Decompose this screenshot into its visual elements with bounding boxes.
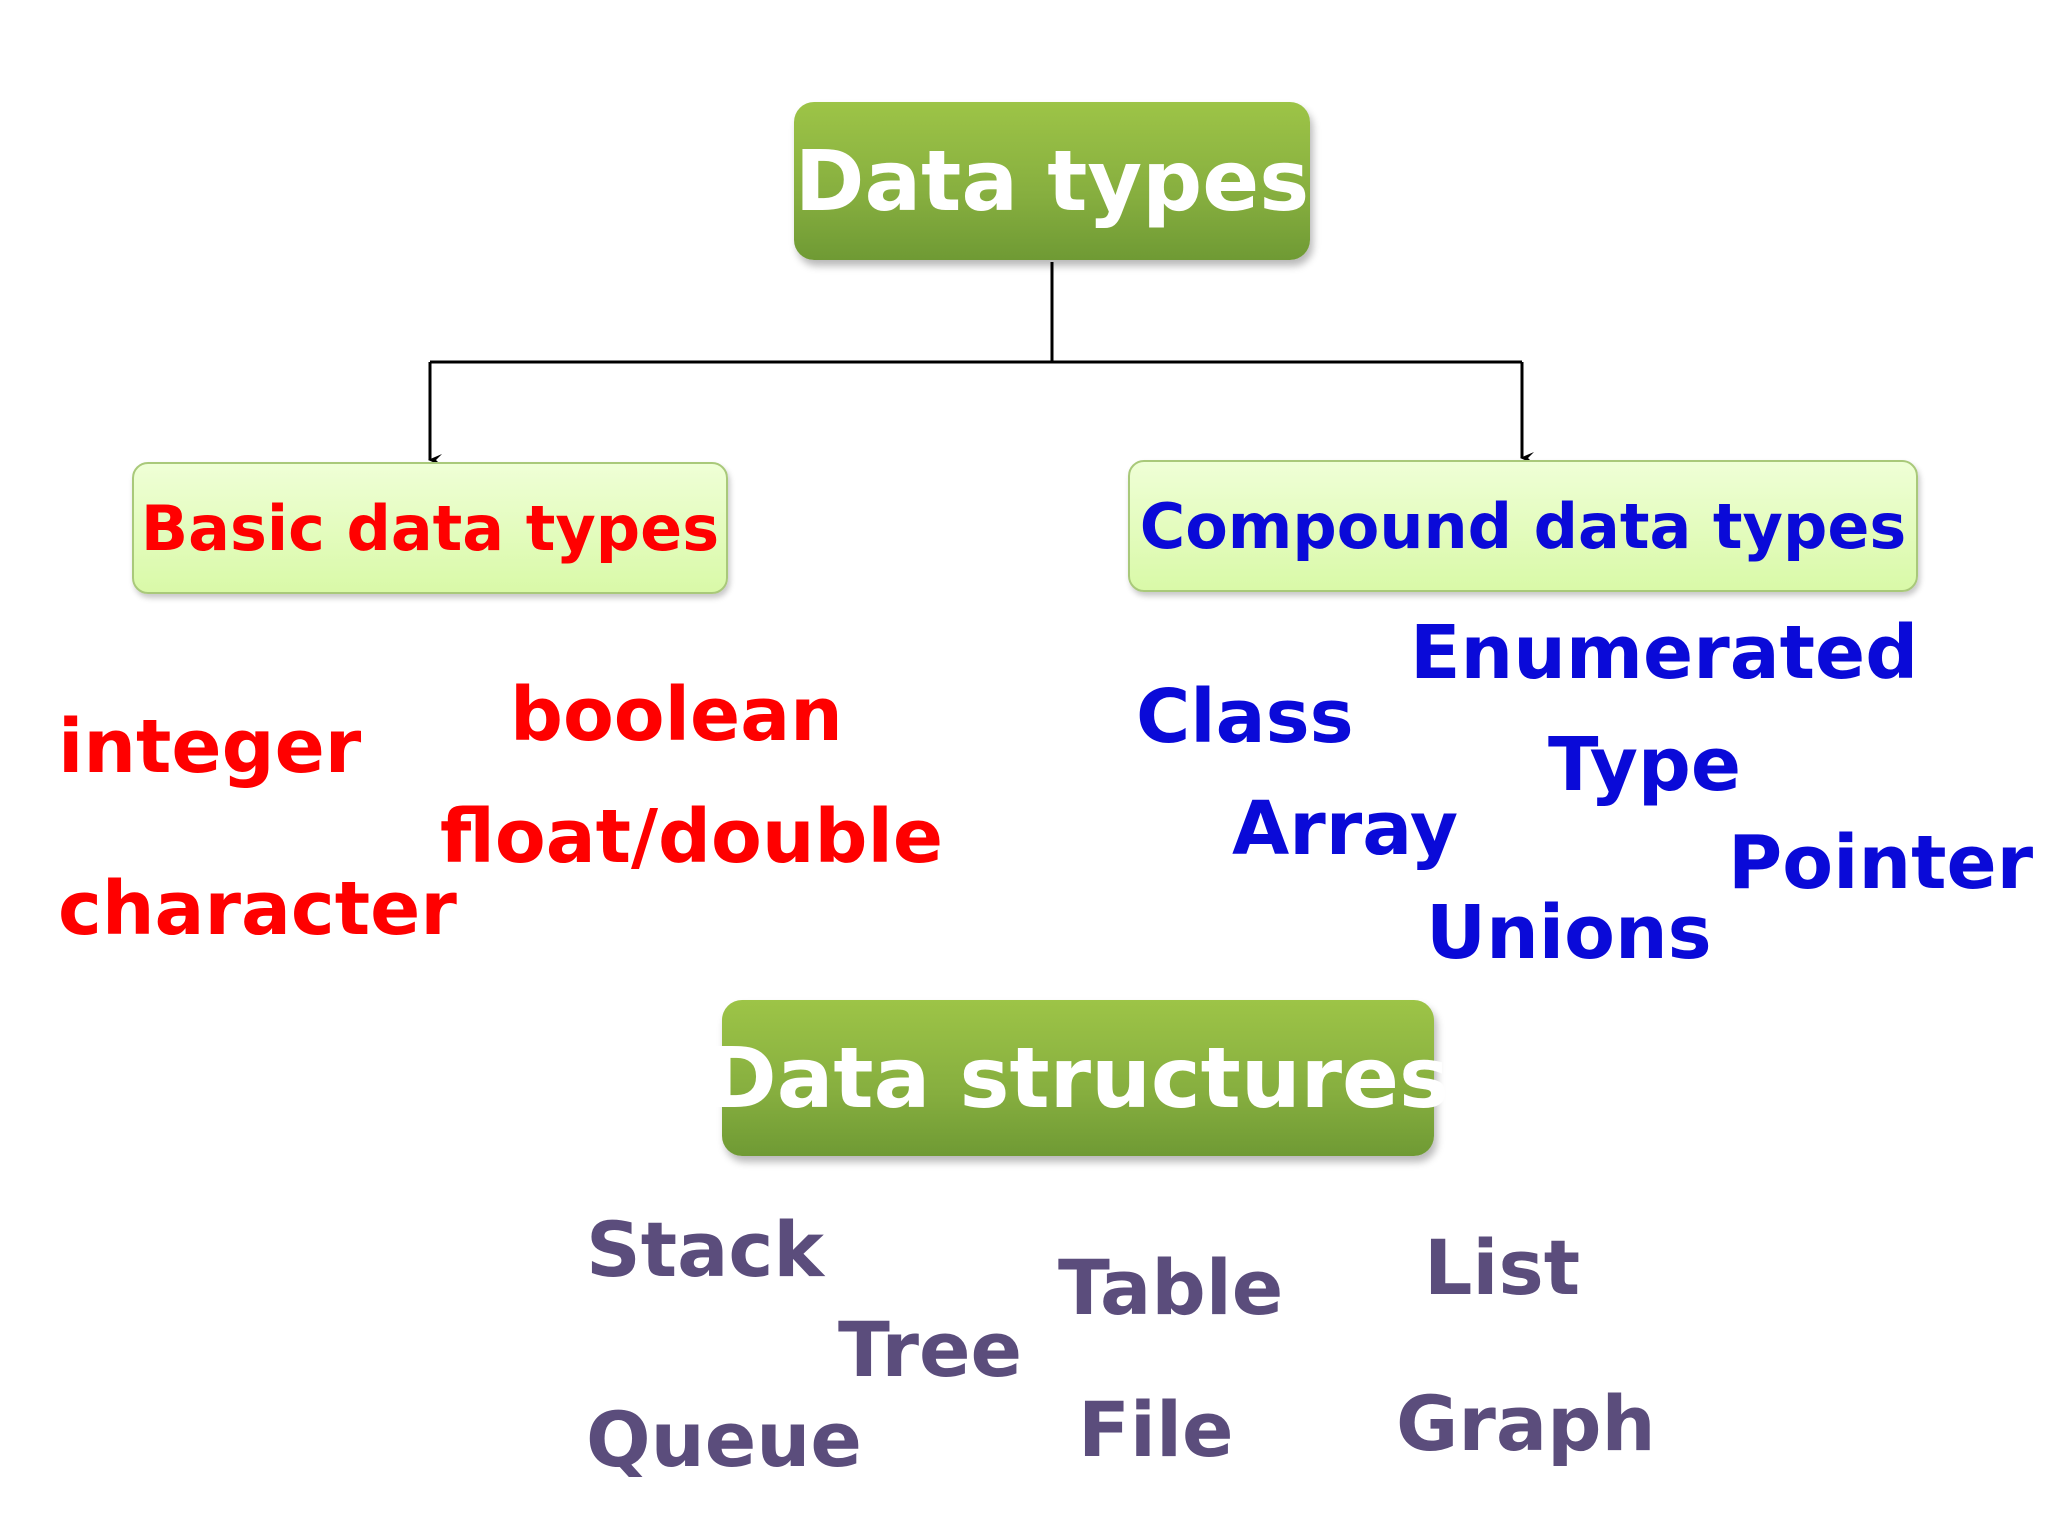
structure-item-file: File bbox=[1078, 1385, 1234, 1474]
node-basic-data-types-label: Basic data types bbox=[140, 491, 720, 565]
compound-item-array: Array bbox=[1232, 786, 1459, 872]
compound-item-enumerated: Enumerated bbox=[1410, 610, 1919, 696]
structure-item-stack: Stack bbox=[586, 1205, 824, 1294]
node-data-structures-label: Data structures bbox=[707, 1029, 1450, 1127]
basic-item-float-double: float/double bbox=[440, 794, 944, 880]
compound-item-unions: Unions bbox=[1426, 890, 1712, 976]
compound-item-type: Type bbox=[1548, 722, 1742, 808]
compound-item-pointer: Pointer bbox=[1728, 820, 2034, 906]
node-compound-data-types: Compound data types bbox=[1128, 460, 1918, 592]
structure-item-queue: Queue bbox=[586, 1395, 862, 1484]
structure-item-list: List bbox=[1424, 1223, 1581, 1312]
node-data-types-label: Data types bbox=[794, 132, 1310, 230]
compound-item-class: Class bbox=[1136, 674, 1354, 760]
node-compound-data-types-label: Compound data types bbox=[1139, 489, 1907, 563]
basic-item-character: character bbox=[58, 866, 457, 952]
node-basic-data-types: Basic data types bbox=[132, 462, 728, 594]
structure-item-graph: Graph bbox=[1396, 1379, 1656, 1468]
structure-item-table: Table bbox=[1058, 1243, 1284, 1332]
node-data-structures: Data structures bbox=[707, 1000, 1449, 1156]
basic-item-boolean: boolean bbox=[510, 672, 843, 758]
structure-item-tree: Tree bbox=[838, 1305, 1023, 1394]
node-data-types: Data types bbox=[794, 102, 1310, 260]
basic-item-integer: integer bbox=[58, 704, 362, 790]
